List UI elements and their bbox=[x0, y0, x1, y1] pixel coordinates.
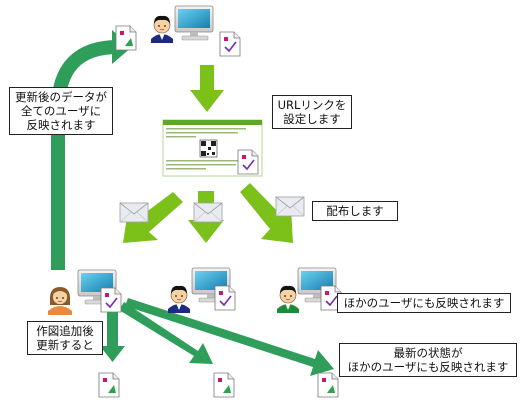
label-after-edit: 作図追加後 更新すると bbox=[27, 321, 103, 355]
document-check-icon bbox=[237, 149, 259, 175]
user-icon bbox=[167, 285, 191, 314]
label-latest-state: 最新の状態が ほかのユーザにも反映されます bbox=[339, 343, 517, 377]
lower-arrow-down bbox=[100, 312, 125, 362]
down-arrow-1 bbox=[190, 65, 224, 112]
label-reflected-other: ほかのユーザにも反映されます bbox=[337, 293, 511, 313]
document-icon bbox=[115, 25, 137, 51]
document-check-icon bbox=[100, 287, 122, 313]
label-updated-data: 更新後のデータが 全てのユーザに 反映されます bbox=[9, 87, 113, 135]
label-distribute: 配布します bbox=[312, 201, 398, 221]
lower-arrow-right bbox=[125, 298, 334, 376]
webpage-thumbnail bbox=[162, 119, 263, 177]
label-url-link: URLリンクを 設定します bbox=[272, 95, 352, 129]
return-arrow bbox=[51, 40, 119, 270]
document-check-icon bbox=[214, 285, 236, 311]
document-icon bbox=[98, 372, 120, 398]
qr-code-icon bbox=[199, 139, 218, 158]
distribute-arrow-right bbox=[240, 183, 293, 243]
monitor-icon bbox=[174, 5, 214, 41]
user-icon bbox=[150, 15, 174, 44]
document-icon bbox=[317, 372, 339, 398]
envelope-icon bbox=[119, 202, 149, 223]
envelope-icon bbox=[275, 196, 305, 217]
envelope-icon bbox=[193, 202, 223, 223]
document-check-icon bbox=[219, 31, 241, 57]
user-icon bbox=[47, 286, 73, 316]
document-icon bbox=[213, 372, 235, 398]
distribute-arrow-left bbox=[123, 192, 183, 243]
lower-arrow-mid bbox=[119, 302, 213, 364]
user-icon bbox=[276, 285, 300, 314]
